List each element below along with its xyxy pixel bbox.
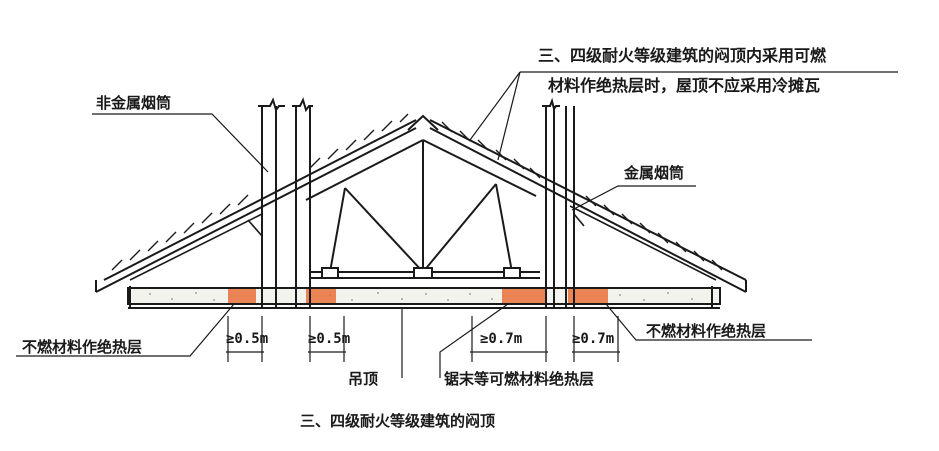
dimension-4: ≥0.7m (572, 331, 615, 347)
highlight-center-right (502, 289, 546, 303)
noncombustible-left-label: 不燃材料作绝热层 (22, 338, 143, 356)
eaves-walls (129, 286, 713, 308)
dimension-2: ≥0.5m (308, 331, 351, 347)
leader-lines (16, 71, 898, 378)
metal-chimney-label: 金属烟筒 (624, 164, 685, 182)
highlight-left (228, 289, 256, 303)
rafters (129, 205, 717, 281)
dimension-1: ≥0.5m (226, 331, 269, 347)
metal-chimney (542, 97, 575, 308)
note-line2: 材料作绝热层时，屋顶不应采用冷摊瓦 (548, 76, 821, 95)
caption: 三、四级耐火等级建筑的闷顶 (300, 412, 496, 430)
highlight-center-left (306, 289, 336, 303)
ceiling-label: 吊顶 (348, 370, 379, 388)
nonmetal-chimney (258, 97, 313, 308)
truss (305, 139, 540, 279)
highlight-right (568, 289, 608, 303)
sawdust-label: 锯末等可燃材料绝热层 (444, 370, 595, 388)
nonmetal-chimney-label: 非金属烟筒 (96, 94, 172, 112)
ceiling-insulation-layer (127, 287, 721, 309)
dimension-lines (226, 316, 620, 362)
insulation-highlights (228, 289, 608, 303)
dimension-3: ≥0.7m (480, 331, 523, 347)
noncombustible-right-label: 不燃材料作绝热层 (646, 322, 767, 340)
roof (95, 114, 747, 293)
note-line1: 三、四级耐火等级建筑的闷顶内采用可燃 (538, 46, 827, 65)
roof-tiles (111, 113, 723, 271)
